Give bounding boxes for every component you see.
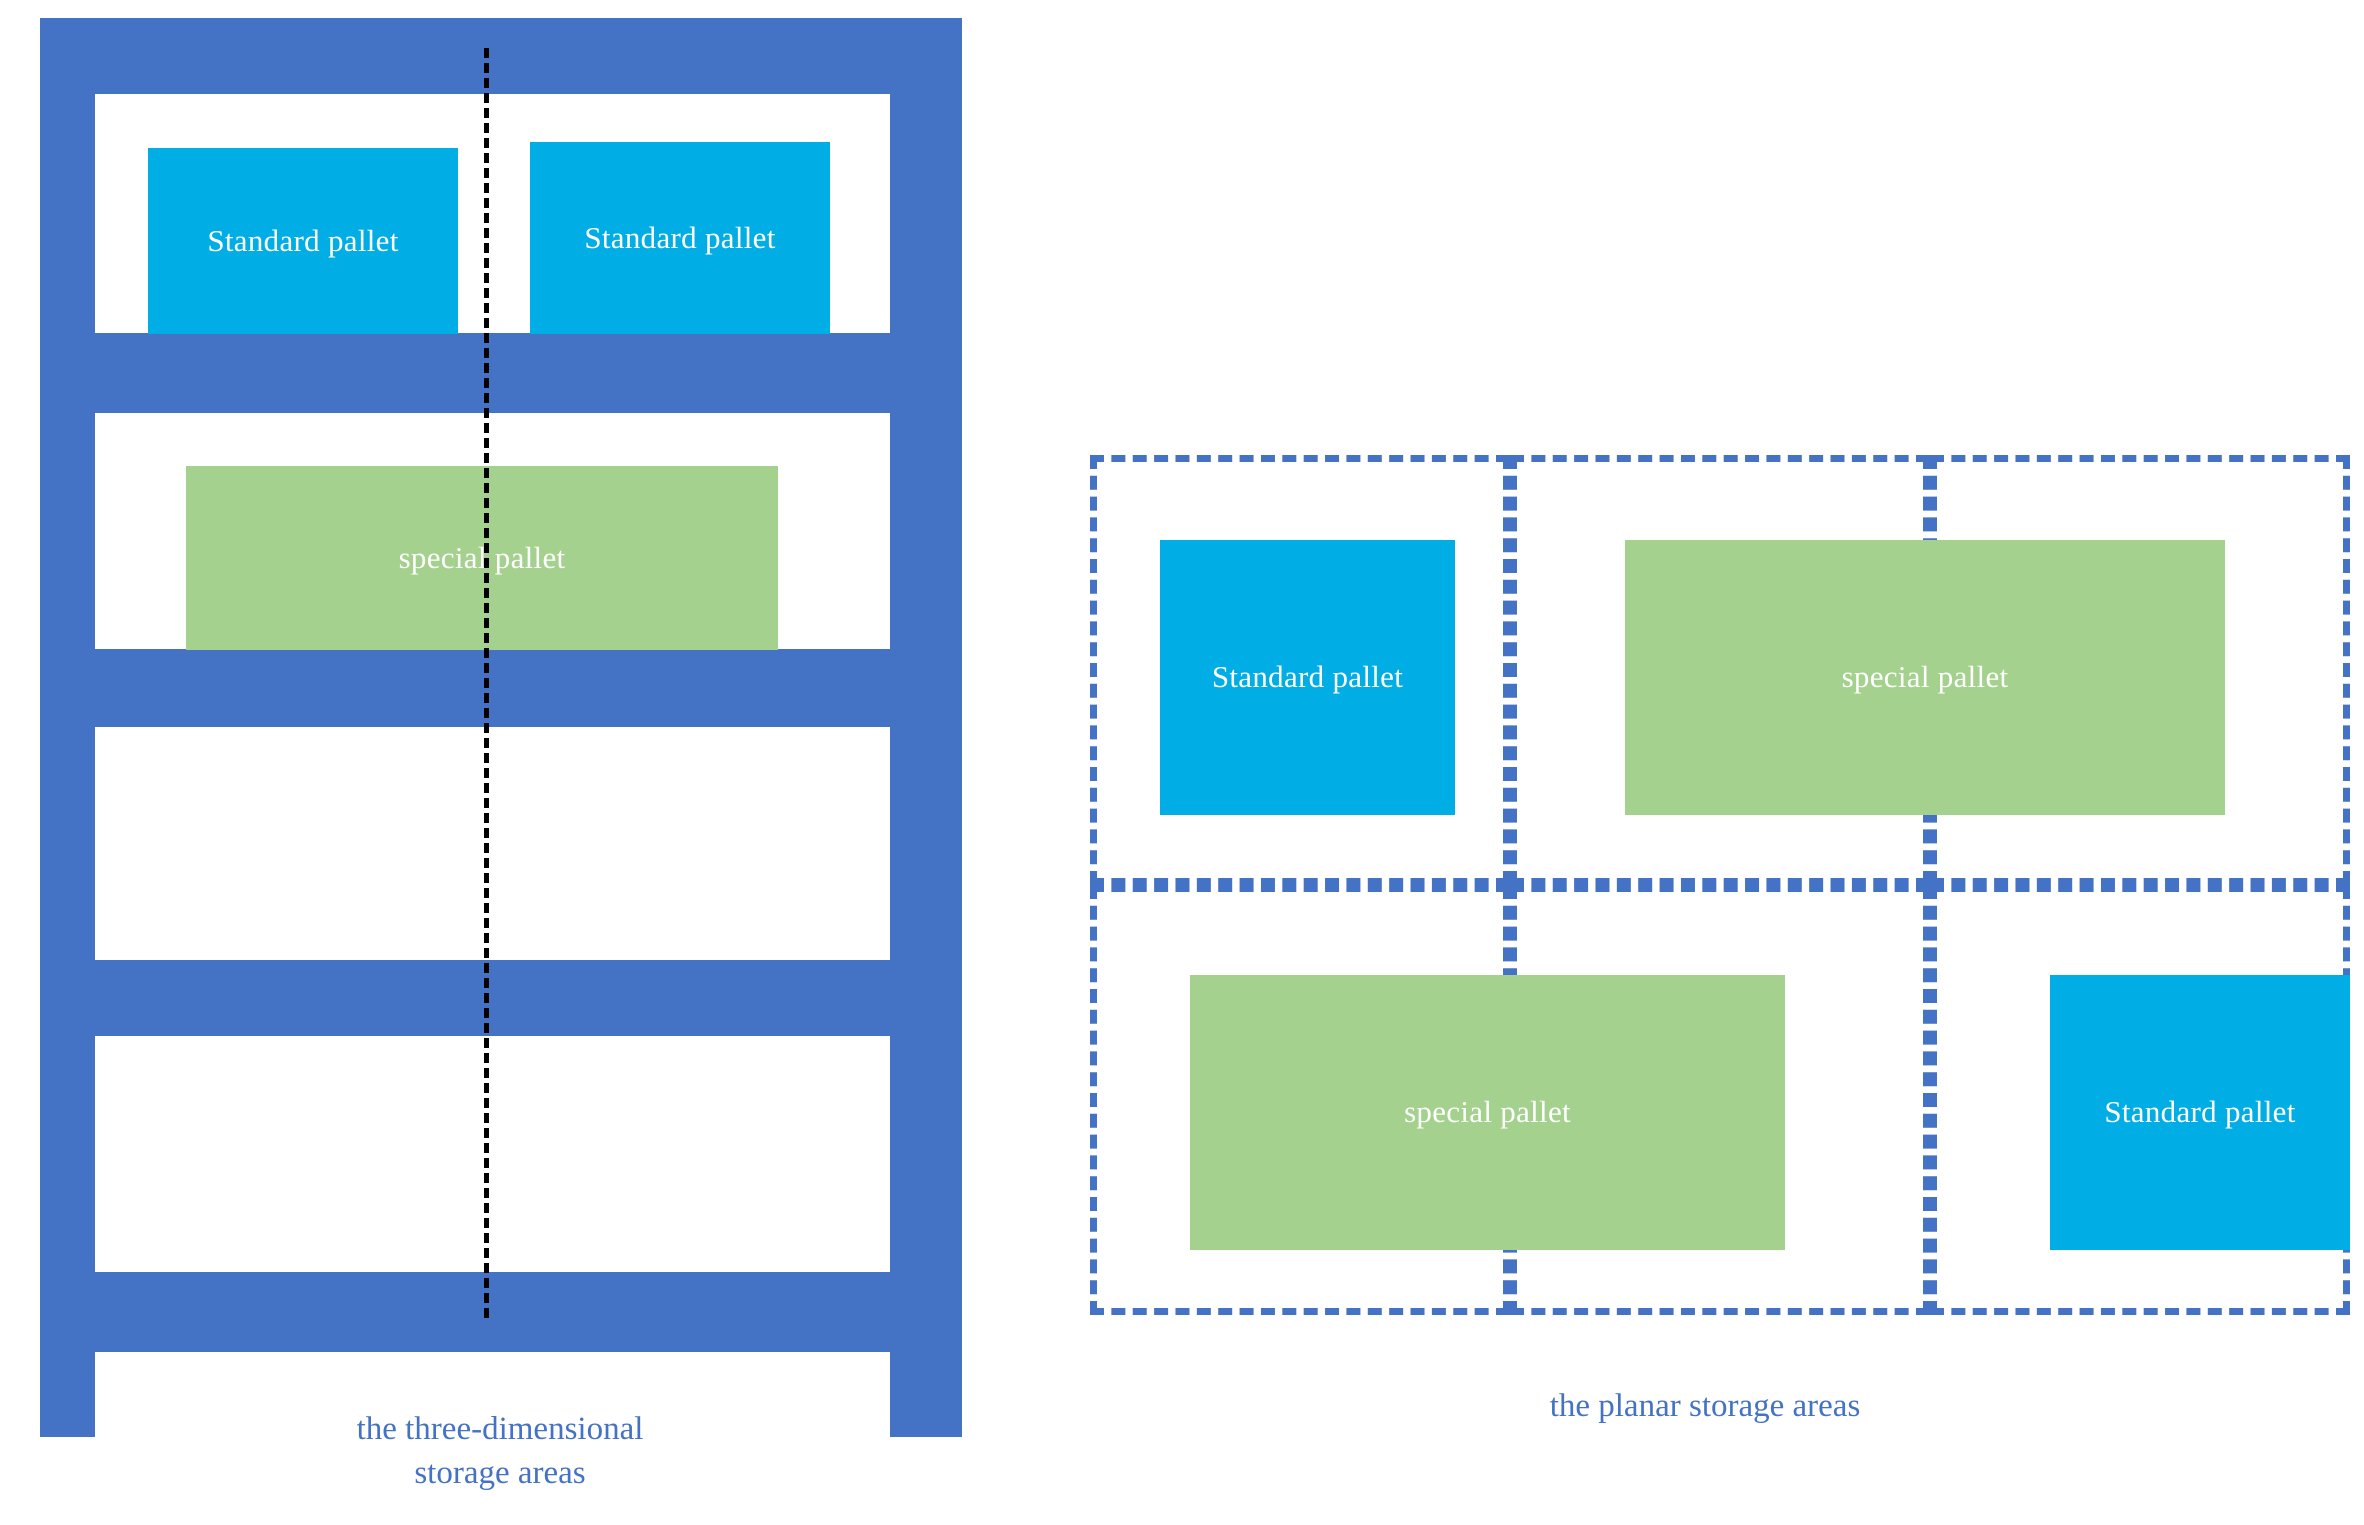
rack-post-left: [40, 18, 95, 1437]
pallet-label: Standard pallet: [584, 219, 776, 255]
pallet-label: special pallet: [1404, 1094, 1571, 1130]
pallet-label: Standard pallet: [2104, 1094, 2296, 1130]
rack-shelf-5: [95, 1272, 890, 1352]
rack-standard-pallet-left[interactable]: Standard pallet: [148, 148, 458, 334]
rack-shelf-4: [95, 960, 890, 1036]
pallet-label: Standard pallet: [207, 222, 399, 258]
planar-storage-areas: Standard pallet special pallet special p…: [1060, 430, 2364, 1525]
rack-shelf-2: [95, 333, 890, 413]
rack-shelf-3: [95, 649, 890, 727]
planar-standard-pallet-bottom-right[interactable]: Standard pallet: [2050, 975, 2350, 1250]
rack-special-pallet[interactable]: special pallet: [186, 466, 778, 650]
pallet-label: Standard pallet: [1211, 659, 1404, 695]
planar-special-pallet-top-right[interactable]: special pallet: [1625, 540, 2225, 815]
three-dimensional-caption: the three-dimensional storage areas: [356, 1411, 644, 1491]
planar-special-pallet-bottom-left[interactable]: special pallet: [1190, 975, 1785, 1250]
rack-post-right: [890, 18, 962, 1437]
planar-cell-r1c1[interactable]: [1090, 455, 1510, 885]
planar-caption: the planar storage areas: [1549, 1388, 1861, 1424]
planar-standard-pallet-top-left[interactable]: Standard pallet: [1160, 540, 1455, 815]
rack-standard-pallet-right[interactable]: Standard pallet: [530, 142, 830, 334]
pallet-label: special pallet: [1841, 659, 2009, 695]
rack-centerline: [484, 48, 489, 1318]
rack-shelf-1: [95, 18, 890, 94]
pallet-label: special pallet: [398, 539, 566, 575]
three-dimensional-rack: Standard pallet Standard pallet special …: [0, 0, 1000, 1525]
